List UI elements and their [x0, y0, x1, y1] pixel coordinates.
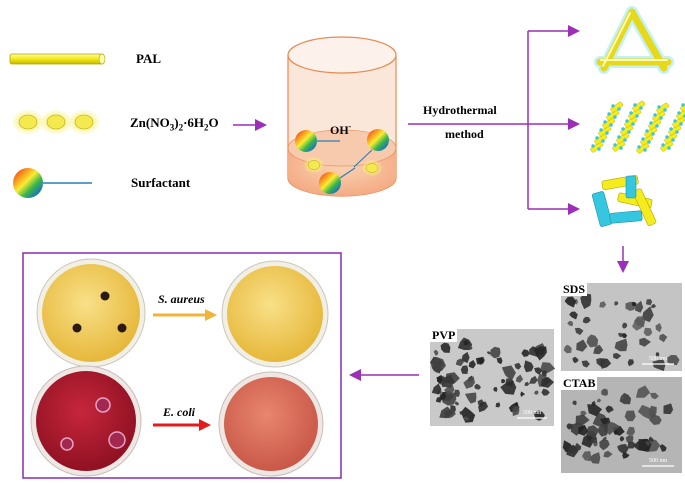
zinc-particle-icons — [11, 109, 101, 135]
sds-label: SDS — [561, 282, 588, 296]
column-rod-product — [590, 100, 685, 154]
e-coli-control-plate — [30, 365, 142, 477]
scale-text-ctab: 500 nm — [649, 458, 668, 464]
zinc-nitrate-label: Zn(NO3)2·6H2O — [130, 115, 219, 133]
bundle-rod-product — [591, 174, 657, 227]
s-aureus-treated-plate — [221, 260, 329, 368]
tem-image-pvp — [430, 329, 556, 426]
reactor-beaker — [287, 36, 397, 197]
tem-image-sds — [561, 283, 682, 371]
triangle-rod-product — [594, 6, 674, 74]
e-coli-label: E. coli — [163, 405, 195, 419]
ctab-label: CTAB — [561, 376, 598, 390]
pal-label: PAL — [136, 51, 162, 66]
surfactant-label: Surfactant — [131, 175, 191, 190]
tem-image-ctab — [561, 377, 682, 473]
hydroxide-label: OH- — [330, 122, 352, 137]
e-coli-treated-plate — [218, 371, 324, 477]
pvp-label: PVP — [430, 328, 458, 342]
s-aureus-control-plate — [36, 258, 146, 368]
s-aureus-label: S. aureus — [158, 292, 205, 306]
red-arrow-head — [199, 419, 211, 431]
scale-text-pvp: 500 nm — [523, 410, 542, 416]
hydrothermal-label: Hydrothermal — [423, 103, 497, 117]
orange-arrow-head — [205, 309, 217, 321]
method-label: method — [445, 127, 484, 141]
branch-arrows — [527, 25, 580, 215]
scale-text-sds: 500 nm — [649, 356, 668, 362]
pal-rod-icon — [9, 53, 106, 65]
surfactant-icon — [13, 168, 92, 198]
